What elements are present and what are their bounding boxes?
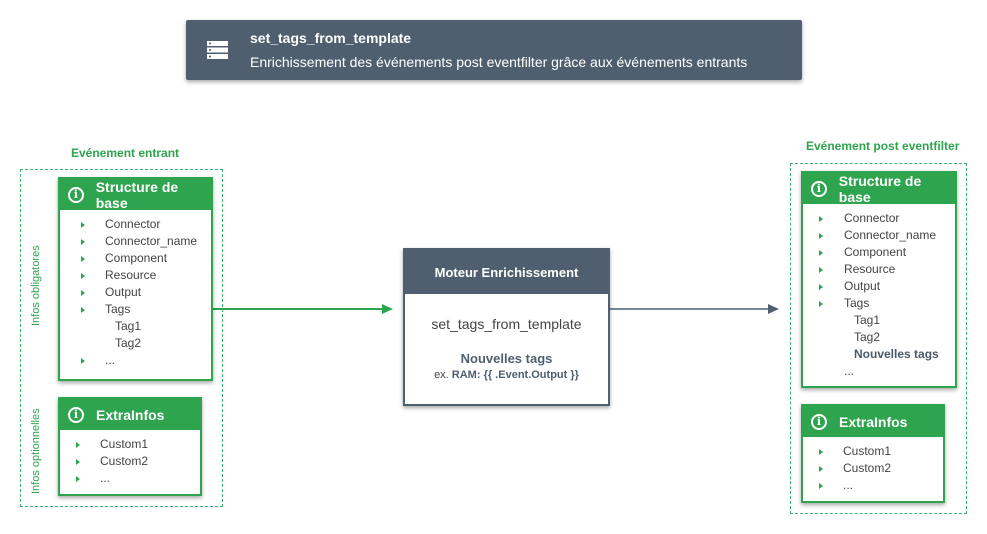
- optional-info-label: Infos optionnelles: [30, 408, 42, 494]
- outgoing-base-list: Connector Connector_name Component Resou…: [803, 204, 955, 380]
- list-item: Tags: [803, 295, 955, 312]
- list-item: Component: [803, 244, 955, 261]
- engine-function: set_tags_from_template: [431, 316, 582, 332]
- bullet-icon: [81, 256, 85, 262]
- incoming-extra-list: Custom1 Custom2 ...: [60, 430, 200, 487]
- outgoing-arrow-head: [768, 304, 779, 314]
- outgoing-extra-list: Custom1 Custom2 ...: [803, 437, 943, 494]
- bullet-icon: [819, 483, 823, 489]
- sub-list-item: Tag1: [115, 319, 142, 333]
- list-item: Output: [60, 284, 211, 301]
- bullet-icon: [819, 233, 823, 239]
- list-item: Connector_name: [803, 227, 955, 244]
- incoming-group: [20, 169, 223, 507]
- list-item: Custom1: [60, 436, 200, 453]
- banner-subtitle: Enrichissement des événements post event…: [250, 54, 748, 70]
- bullet-icon: [81, 358, 85, 364]
- bullet-icon: [81, 239, 85, 245]
- banner-title: set_tags_from_template: [250, 30, 412, 46]
- list-item: ...: [844, 364, 855, 378]
- server-list-icon: [207, 41, 228, 59]
- sub-list-item: Tag1: [854, 313, 881, 327]
- outgoing-group: [790, 163, 967, 514]
- bullet-icon: [76, 459, 80, 465]
- outgoing-extra-title: ExtraInfos: [839, 413, 908, 430]
- bullet-icon: [81, 307, 85, 313]
- bullet-icon: [76, 476, 80, 482]
- sub-list-item: Tag2: [854, 330, 881, 344]
- list-item: Custom2: [60, 453, 200, 470]
- bullet-icon: [819, 267, 823, 273]
- list-item: Component: [60, 250, 211, 267]
- info-icon: i: [811, 413, 827, 430]
- incoming-extra-header: i ExtraInfos: [60, 399, 200, 430]
- info-icon: i: [68, 186, 84, 203]
- bullet-icon: [819, 466, 823, 472]
- list-item: Tags: [60, 301, 211, 318]
- engine-title: Moteur Enrichissement: [405, 250, 608, 294]
- bullet-icon: [819, 250, 823, 256]
- info-icon: i: [68, 406, 84, 423]
- required-info-label: Infos obligatores: [30, 245, 42, 326]
- bullet-icon: [81, 222, 85, 228]
- outgoing-extra-header: i ExtraInfos: [803, 406, 943, 437]
- outgoing-base-card: i Structure de base Connector Connector_…: [801, 171, 957, 388]
- list-item: Resource: [803, 261, 955, 278]
- outgoing-label: Evénement post eventfilter: [806, 139, 960, 153]
- bullet-icon: [819, 284, 823, 290]
- incoming-extra-title: ExtraInfos: [96, 406, 165, 423]
- incoming-base-list: Connector Connector_name Component Resou…: [60, 210, 211, 369]
- incoming-base-header: i Structure de base: [60, 178, 211, 211]
- incoming-extra-card: i ExtraInfos Custom1 Custom2 ...: [58, 397, 202, 496]
- list-item: Output: [803, 278, 955, 295]
- outgoing-extra-card: i ExtraInfos Custom1 Custom2 ...: [801, 404, 945, 503]
- list-item: Custom1: [803, 443, 943, 460]
- bullet-icon: [819, 216, 823, 222]
- sub-list-item: Tag2: [115, 336, 142, 350]
- list-item: ...: [60, 352, 211, 369]
- bullet-icon: [81, 290, 85, 296]
- banner: set_tags_from_template Enrichissement de…: [186, 20, 802, 80]
- engine-example: ex. RAM: {{ .Event.Output }}: [434, 369, 579, 381]
- list-item: Connector: [803, 210, 955, 227]
- list-item: ...: [60, 470, 200, 487]
- new-tags-item: Nouvelles tags: [854, 347, 939, 361]
- incoming-base-card: i Structure de base Connector Connector_…: [58, 177, 213, 381]
- incoming-arrow-head: [382, 304, 393, 314]
- outgoing-base-title: Structure de base: [838, 172, 922, 205]
- bullet-icon: [819, 449, 823, 455]
- list-item: Custom2: [803, 460, 943, 477]
- outgoing-base-header: i Structure de base: [803, 172, 955, 205]
- list-item: Connector: [60, 216, 211, 233]
- list-item: Resource: [60, 267, 211, 284]
- bullet-icon: [819, 301, 823, 307]
- info-icon: i: [811, 180, 827, 197]
- bullet-icon: [81, 273, 85, 279]
- bullet-icon: [76, 442, 80, 448]
- incoming-base-title: Structure de base: [95, 178, 179, 211]
- incoming-label: Evénement entrant: [71, 146, 180, 160]
- list-item: Connector_name: [60, 233, 211, 250]
- list-item: ...: [803, 477, 943, 494]
- enrichment-engine-box: Moteur Enrichissement set_tags_from_temp…: [403, 248, 610, 406]
- engine-new-tags: Nouvelles tags: [460, 351, 553, 366]
